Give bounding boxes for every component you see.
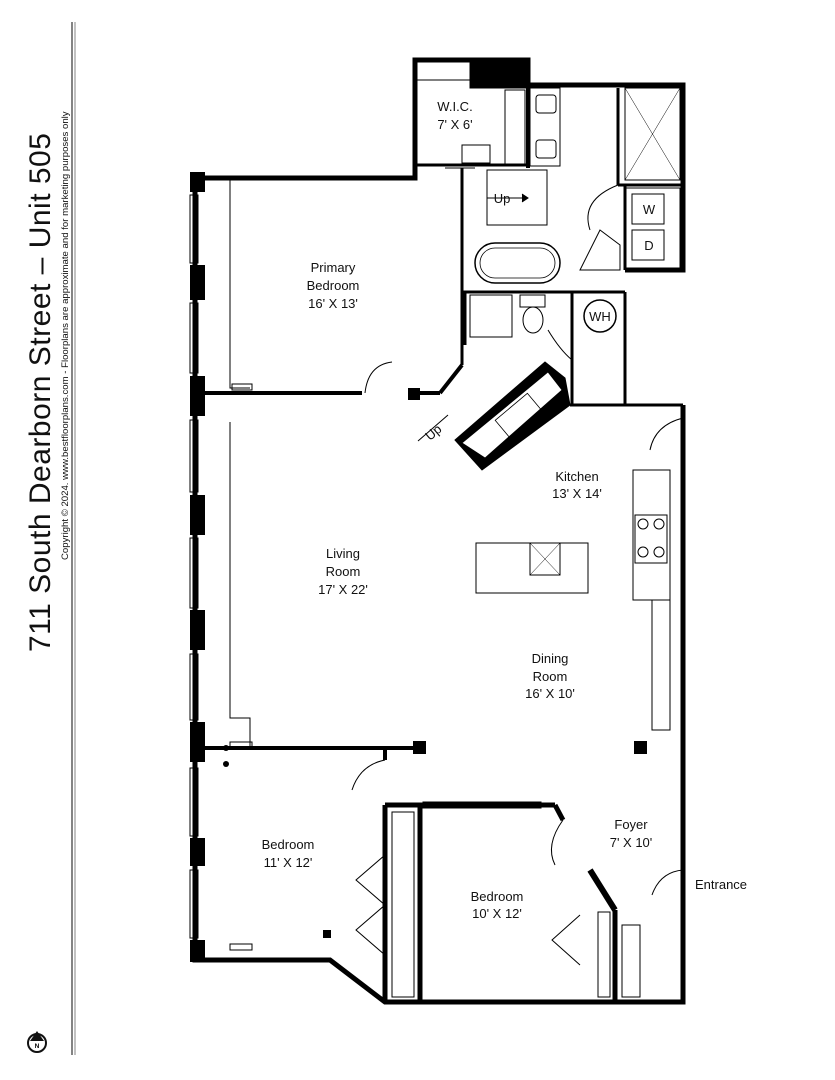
closet-bar xyxy=(229,383,542,951)
bedroom-left-size: 11' X 12' xyxy=(264,855,313,870)
wic-size: 7' X 6' xyxy=(437,117,472,132)
kitchen-name: Kitchen xyxy=(555,469,598,484)
walk-in-closet xyxy=(414,59,530,169)
room-labels: W.I.C. 7' X 6' Primary Bedroom 16' X 13'… xyxy=(262,99,747,921)
kitchen-counters xyxy=(475,469,671,731)
primary-bedroom-line2: Bedroom xyxy=(307,278,360,293)
foyer-size: 7' X 10' xyxy=(610,835,653,850)
washer-label: W xyxy=(643,202,656,217)
up-arrow-top xyxy=(487,193,529,203)
primary-bedroom-line1: Primary xyxy=(311,260,356,275)
up-arrow-mid xyxy=(417,414,449,442)
facade-windows xyxy=(189,194,199,939)
north-arrow-icon: N xyxy=(27,1031,47,1053)
dryer-label: D xyxy=(644,238,653,253)
water-heater-label: WH xyxy=(589,309,611,324)
kitchen-size: 13' X 14' xyxy=(552,486,602,501)
primary-bath xyxy=(460,87,683,365)
kitchen-island xyxy=(475,542,589,594)
structural-columns xyxy=(323,388,647,938)
bedroom-left-name: Bedroom xyxy=(262,837,315,852)
foyer-name: Foyer xyxy=(614,817,648,832)
bedroom-mid-size: 10' X 12' xyxy=(472,906,522,921)
dining-room-line1: Dining xyxy=(532,651,569,666)
up-label-top: Up xyxy=(494,191,511,206)
laundry-closet xyxy=(579,187,681,271)
door-swings xyxy=(351,361,684,998)
inner-facade-lines xyxy=(229,180,251,748)
dining-room-line2: Room xyxy=(533,669,568,684)
kitchen-angled-wall xyxy=(454,360,683,471)
wall-outlets xyxy=(223,745,229,767)
bedroom-mid-name: Bedroom xyxy=(471,889,524,904)
interior-walls xyxy=(195,363,686,1002)
water-heater-icon xyxy=(583,299,617,333)
up-label-mid: Up xyxy=(422,421,444,443)
living-room-size: 17' X 22' xyxy=(318,582,368,597)
living-room-line1: Living xyxy=(326,546,360,561)
entrance-label: Entrance xyxy=(695,877,747,892)
dining-room-size: 16' X 10' xyxy=(525,686,575,701)
north-marker-text: N xyxy=(35,1043,40,1050)
wic-name: W.I.C. xyxy=(437,99,472,114)
washer-icon xyxy=(631,193,665,225)
water-heater-closet xyxy=(547,292,627,405)
primary-bedroom-size: 16' X 13' xyxy=(308,296,358,311)
dryer-icon xyxy=(631,229,665,261)
living-room-line2: Room xyxy=(326,564,361,579)
facade-columns xyxy=(190,172,205,962)
